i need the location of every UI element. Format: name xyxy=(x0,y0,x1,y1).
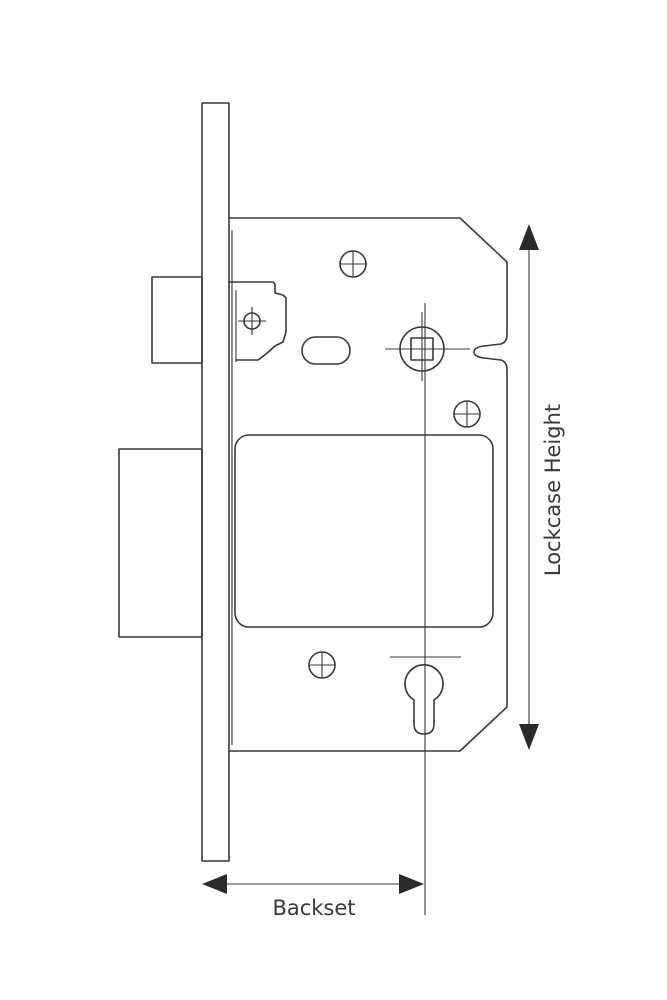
follower-spindle xyxy=(385,312,470,381)
lockcase-recess xyxy=(234,434,494,628)
lockcase-height-label: Lockcase Height xyxy=(541,404,565,576)
screw-hole-bottom xyxy=(308,651,336,679)
lockcase-body xyxy=(228,217,508,752)
slot xyxy=(301,336,351,365)
latch-mechanism xyxy=(228,281,287,362)
screw-hole-top xyxy=(339,250,367,278)
backset-label: Backset xyxy=(272,896,355,920)
latch-bolt xyxy=(151,276,203,364)
dead-bolt xyxy=(118,448,203,638)
screw-hole-right xyxy=(453,400,481,428)
backset-arrow xyxy=(202,874,424,894)
forend-plate xyxy=(201,102,230,862)
lockcase-height-arrow xyxy=(519,224,539,750)
